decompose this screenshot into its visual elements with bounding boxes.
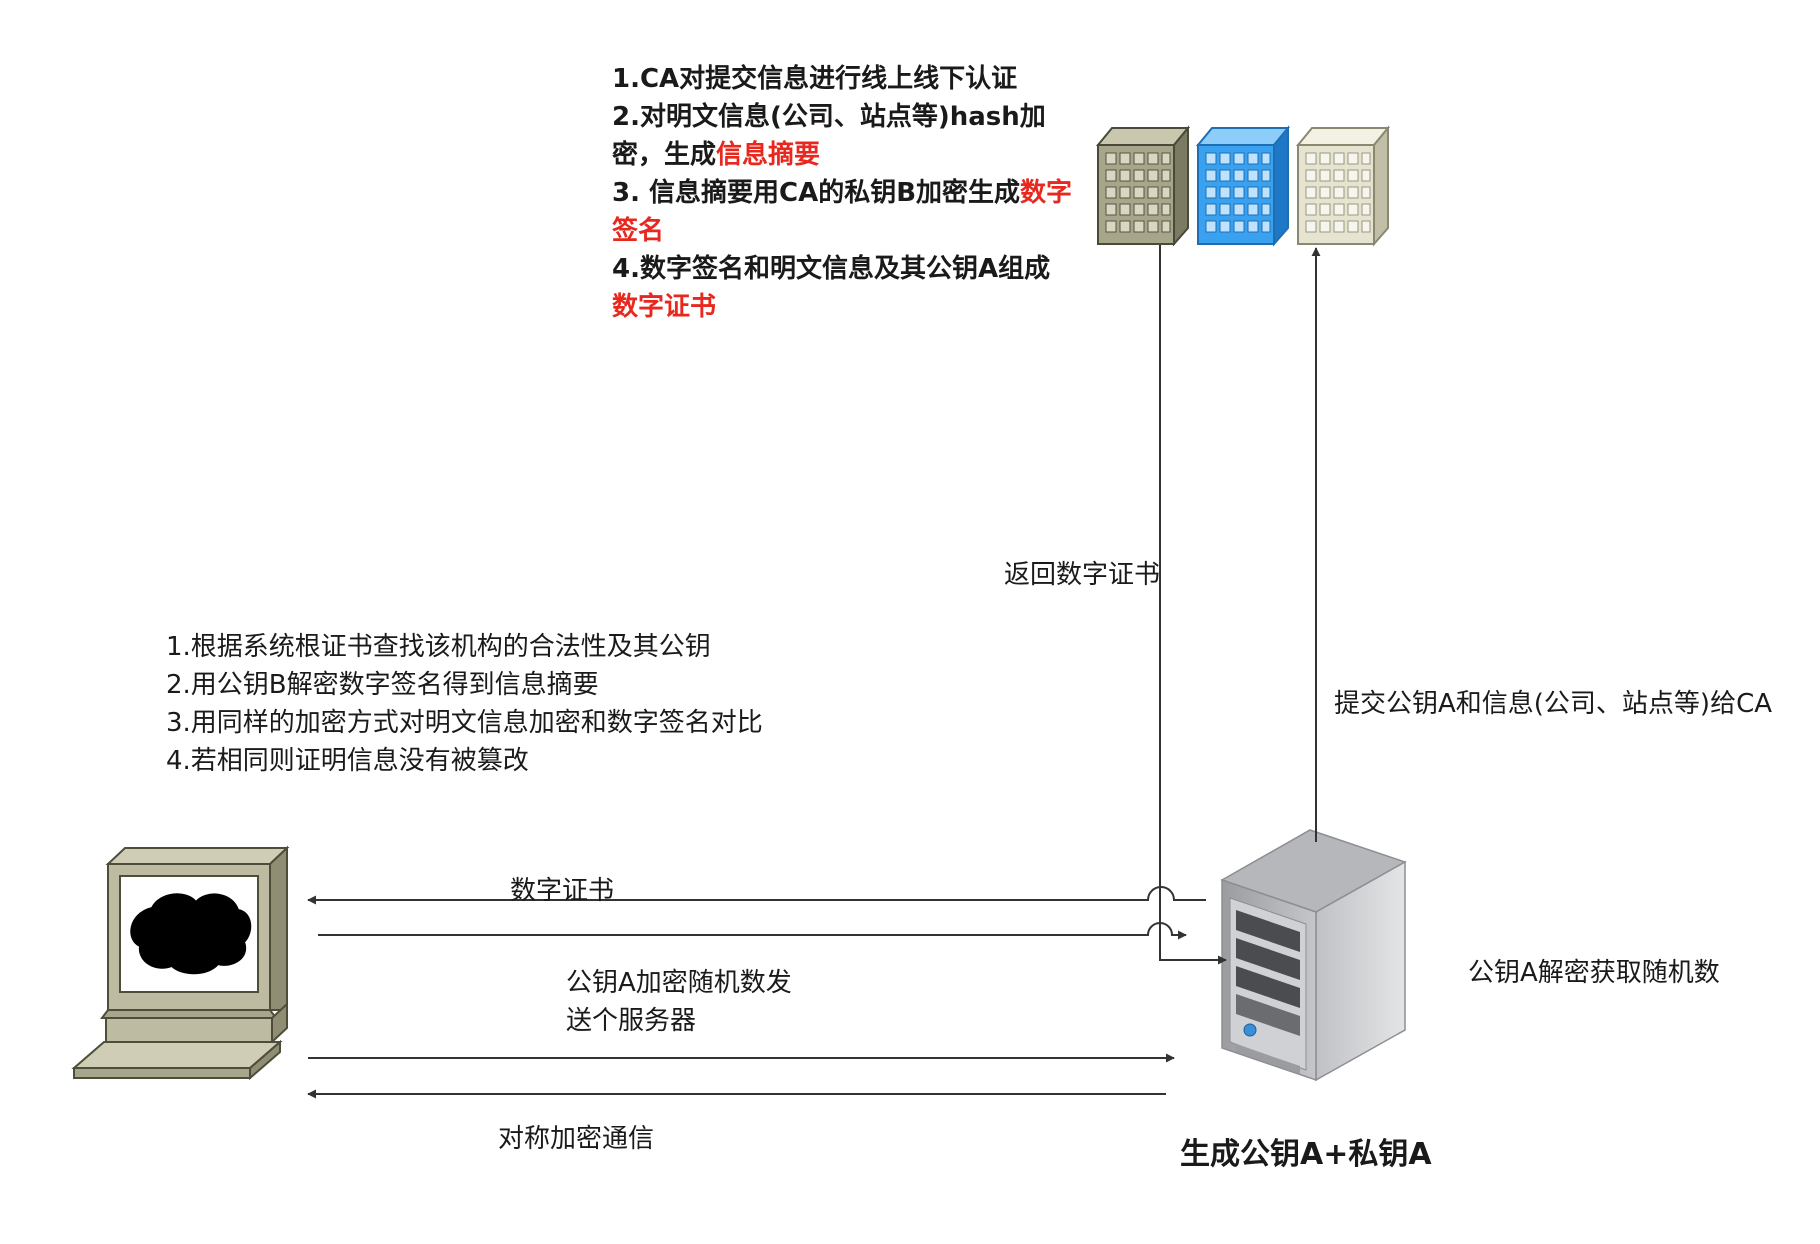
ca-step-3: 3. 信息摘要用CA的私钥B加密生成数字 bbox=[612, 178, 1073, 208]
submit-label: 提交公钥A和信息(公司、站点等)给CA bbox=[1334, 689, 1773, 719]
ca-building-beige-icon bbox=[1295, 125, 1391, 247]
return-cert-label: 返回数字证书 bbox=[1004, 560, 1161, 590]
ca-step-2: 2.对明文信息(公司、站点等)hash加 bbox=[612, 102, 1046, 132]
ca-building-blue-icon bbox=[1195, 125, 1291, 247]
cert-to-client-line bbox=[307, 886, 1206, 905]
client-step-2: 2.用公钥B解密数字签名得到信息摘要 bbox=[166, 670, 599, 700]
generate-keys-label: 生成公钥A+私钥A bbox=[1180, 1137, 1432, 1172]
ca-step-2-cont: 密，生成信息摘要 bbox=[612, 140, 821, 170]
client-verification-steps: 1.根据系统根证书查找该机构的合法性及其公钥 2.用公钥B解密数字签名得到信息摘… bbox=[166, 628, 763, 780]
encrypt-random-label: 公钥A加密随机数发 送个服务器 bbox=[566, 968, 792, 1036]
client-step-3: 3.用同样的加密方式对明文信息加密和数字签名对比 bbox=[166, 708, 763, 738]
ca-process-steps: 1.CA对提交信息进行线上线下认证 2.对明文信息(公司、站点等)hash加 密… bbox=[612, 60, 1072, 326]
ca-step-1: 1.CA对提交信息进行线上线下认证 bbox=[612, 64, 1018, 94]
decrypt-label: 公钥A解密获取随机数 bbox=[1468, 958, 1720, 988]
server-icon bbox=[1220, 829, 1407, 1082]
highlight-signature: 签名 bbox=[612, 216, 665, 246]
highlight-digest: 信息摘要 bbox=[716, 140, 821, 170]
highlight-certificate: 数字证书 bbox=[612, 292, 717, 322]
highlight-digital: 数字 bbox=[1020, 178, 1073, 208]
client-step-4: 4.若相同则证明信息没有被篡改 bbox=[166, 746, 529, 776]
client-step-1: 1.根据系统根证书查找该机构的合法性及其公钥 bbox=[166, 632, 711, 662]
symmetric-label: 对称加密通信 bbox=[498, 1124, 655, 1154]
return-cert-line bbox=[1159, 245, 1227, 965]
cert-label: 数字证书 bbox=[510, 876, 615, 906]
client-computer-icon bbox=[71, 845, 290, 1081]
ca-building-olive-icon bbox=[1095, 125, 1191, 247]
connector-lines bbox=[307, 245, 1321, 1099]
ca-step-4: 4.数字签名和明文信息及其公钥A组成 bbox=[612, 254, 1051, 284]
random-to-server-line bbox=[318, 922, 1187, 940]
